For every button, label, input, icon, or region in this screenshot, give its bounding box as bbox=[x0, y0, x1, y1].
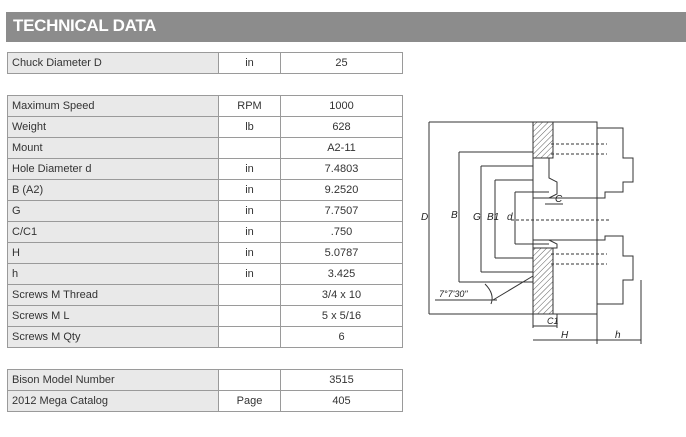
spec-unit: in bbox=[218, 263, 281, 285]
table-row: Bison Model Number 3515 bbox=[7, 369, 403, 391]
section-title: TECHNICAL DATA bbox=[13, 16, 157, 35]
spec-value: 9.2520 bbox=[280, 179, 403, 201]
table-row: Hole Diameter d in 7.4803 bbox=[7, 158, 403, 180]
table-row: h in 3.425 bbox=[7, 263, 403, 285]
spec-label: Hole Diameter d bbox=[7, 158, 219, 180]
flange-hatch-lower bbox=[532, 247, 554, 315]
spec-label: Maximum Speed bbox=[7, 95, 219, 117]
table-row: B (A2) in 9.2520 bbox=[7, 179, 403, 201]
spec-unit bbox=[218, 326, 281, 348]
dim-label-B: B bbox=[451, 210, 458, 221]
spec-label: Chuck Diameter D bbox=[7, 52, 219, 74]
spec-label: Screws M Qty bbox=[7, 326, 219, 348]
spec-value: 7.7507 bbox=[280, 200, 403, 222]
taper-angle-label: 7°7'30" bbox=[439, 289, 468, 299]
table-row: H in 5.0787 bbox=[7, 242, 403, 264]
table-row: Screws M L 5 x 5/16 bbox=[7, 305, 403, 327]
section-header: TECHNICAL DATA bbox=[6, 12, 686, 42]
spec-label: C/C1 bbox=[7, 221, 219, 243]
spec-value: 7.4803 bbox=[280, 158, 403, 180]
table-row: 2012 Mega Catalog Page 405 bbox=[7, 390, 403, 412]
spec-label: Screws M Thread bbox=[7, 284, 219, 306]
table-row: Mount A2-11 bbox=[7, 137, 403, 159]
table-row: G in 7.7507 bbox=[7, 200, 403, 222]
spec-value: .750 bbox=[280, 221, 403, 243]
spec-unit bbox=[218, 369, 281, 391]
spec-value: 405 bbox=[280, 390, 403, 412]
spec-label: Screws M L bbox=[7, 305, 219, 327]
spec-unit: in bbox=[218, 52, 281, 74]
table-row: Screws M Thread 3/4 x 10 bbox=[7, 284, 403, 306]
flange-hatch-upper bbox=[532, 121, 554, 159]
spec-label: h bbox=[7, 263, 219, 285]
spec-label: G bbox=[7, 200, 219, 222]
table-row: C/C1 in .750 bbox=[7, 221, 403, 243]
table-row: Screws M Qty 6 bbox=[7, 326, 403, 348]
chuck-body-upper bbox=[533, 121, 634, 199]
spec-label: 2012 Mega Catalog bbox=[7, 390, 219, 412]
dim-label-C: C bbox=[555, 194, 563, 205]
chuck-diameter-table: Chuck Diameter D in 25 bbox=[7, 52, 403, 74]
dim-label-H: H bbox=[561, 330, 569, 341]
spec-unit: RPM bbox=[218, 95, 281, 117]
spec-value: 5 x 5/16 bbox=[280, 305, 403, 327]
spec-unit bbox=[218, 305, 281, 327]
dim-label-D: D bbox=[421, 212, 428, 223]
spec-unit: in bbox=[218, 242, 281, 264]
spec-unit: in bbox=[218, 200, 281, 222]
spec-value: 3.425 bbox=[280, 263, 403, 285]
spec-unit: in bbox=[218, 221, 281, 243]
dim-label-C1: C1 bbox=[547, 316, 559, 326]
dim-label-B1: B1 bbox=[487, 212, 499, 223]
specifications-table: Maximum Speed RPM 1000 Weight lb 628 Mou… bbox=[7, 95, 403, 348]
spec-value: A2-11 bbox=[280, 137, 403, 159]
spec-value: 3/4 x 10 bbox=[280, 284, 403, 306]
table-row: Weight lb 628 bbox=[7, 116, 403, 138]
spec-value: 628 bbox=[280, 116, 403, 138]
spec-unit: Page bbox=[218, 390, 281, 412]
dim-label-h: h bbox=[615, 330, 621, 341]
dim-label-G: G bbox=[473, 212, 481, 223]
spec-label: Mount bbox=[7, 137, 219, 159]
spec-label: H bbox=[7, 242, 219, 264]
spec-unit: in bbox=[218, 179, 281, 201]
spec-unit: in bbox=[218, 158, 281, 180]
spec-unit bbox=[218, 137, 281, 159]
table-row: Chuck Diameter D in 25 bbox=[7, 52, 403, 74]
table-row: Maximum Speed RPM 1000 bbox=[7, 95, 403, 117]
spec-label: B (A2) bbox=[7, 179, 219, 201]
spec-unit: lb bbox=[218, 116, 281, 138]
catalog-table: Bison Model Number 3515 2012 Mega Catalo… bbox=[7, 369, 403, 412]
spec-value: 1000 bbox=[280, 95, 403, 117]
spec-label: Bison Model Number bbox=[7, 369, 219, 391]
dim-label-d: d bbox=[507, 212, 513, 223]
spec-value: 25 bbox=[280, 52, 403, 74]
spec-value: 5.0787 bbox=[280, 242, 403, 264]
spec-unit bbox=[218, 284, 281, 306]
chuck-technical-drawing: D B G B1 d C C1 H h 7°7'30" bbox=[421, 121, 642, 344]
spec-label: Weight bbox=[7, 116, 219, 138]
spec-value: 6 bbox=[280, 326, 403, 348]
spec-value: 3515 bbox=[280, 369, 403, 391]
